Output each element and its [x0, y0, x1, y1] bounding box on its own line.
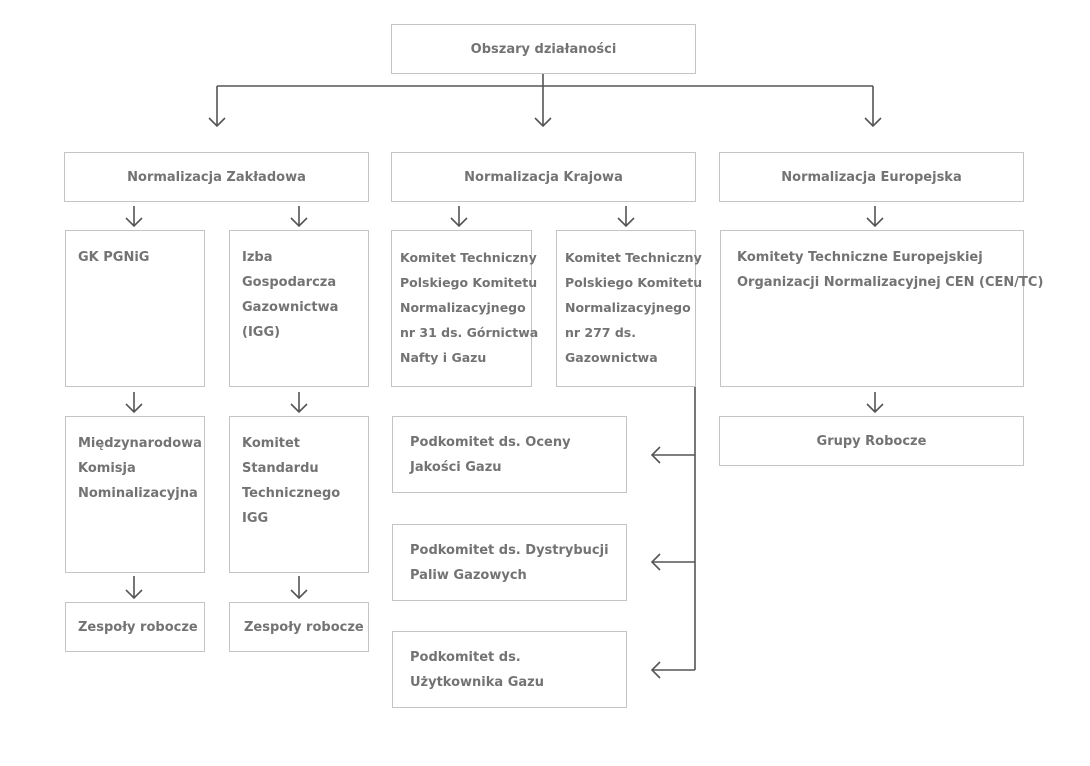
node-text-line: Izba [242, 250, 273, 265]
node-text-line: Komitet Techniczny [565, 250, 702, 265]
node-text-line: Jakości Gazu [410, 460, 502, 475]
node-pod-oceny: Podkomitet ds. Oceny Jakości Gazu [392, 416, 627, 493]
node-text-line: nr 31 ds. Górnictwa [400, 325, 539, 340]
arrow-kst-zespoly [290, 576, 308, 600]
node-zespoly-robocze-1: Zespoły robocze [65, 602, 205, 652]
node-igg: Izba Gospodarcza Gazownictwa (IGG) [229, 230, 369, 387]
category-krajowa: Normalizacja Krajowa [391, 152, 696, 202]
node-text-line: Normalizacyjnego [400, 300, 526, 315]
node-text-line: Komitet Techniczny [400, 250, 537, 265]
arrowhead [650, 446, 661, 464]
root-node: Obszary działaności [391, 24, 696, 74]
node-text-line: Komisja [78, 461, 136, 476]
node-text-line: Polskiego Komitetu [400, 275, 538, 290]
node-text-line: Polskiego Komitetu [565, 275, 703, 290]
node-zespoly-robocze-2: Zespoły robocze [229, 602, 369, 652]
node-text-line: Gazownictwa [565, 350, 658, 365]
node-text-line: Gospodarcza [242, 275, 337, 290]
arrow-cen-grupy [866, 392, 884, 414]
arrowhead [208, 117, 226, 128]
connector-root-to-categories [216, 74, 874, 126]
node-text-line: Użytkownika Gazu [410, 675, 544, 690]
category-zakladowa: Normalizacja Zakładowa [64, 152, 369, 202]
node-text-line: Podkomitet ds. Dystrybucji [410, 543, 609, 558]
node-text-line: Podkomitet ds. Oceny [410, 435, 571, 450]
category-europejska: Normalizacja Europejska [719, 152, 1024, 202]
node-text-line: Nominalizacyjna [78, 486, 198, 501]
node-pod-uzytkownika: Podkomitet ds. Użytkownika Gazu [392, 631, 627, 708]
node-zespoly-label: Zespoły robocze [244, 619, 364, 635]
node-mkn: Międzynarodowa Komisja Nominalizacyjna [65, 416, 205, 573]
node-grupy-label: Grupy Robocze [816, 433, 927, 449]
arrowhead [650, 553, 661, 571]
node-text-line: Gazownictwa [242, 300, 339, 315]
node-text-line: (IGG) [242, 325, 281, 340]
node-grupy-robocze: Grupy Robocze [719, 416, 1024, 466]
arrow-zakladowa-igg [290, 206, 308, 228]
node-text-line: IGG [242, 511, 269, 526]
node-text-line: Komitety Techniczne Europejskiej [737, 250, 983, 265]
arrow-europejska-cen [866, 206, 884, 228]
arrowhead [864, 117, 882, 128]
node-text-line: GK PGNiG [78, 250, 150, 265]
arrow-igg-kst [290, 392, 308, 414]
category-europejska-label: Normalizacja Europejska [781, 169, 962, 185]
node-gk-pgnig: GK PGNiG [65, 230, 205, 387]
node-text-line: Normalizacyjnego [565, 300, 691, 315]
arrowhead [650, 661, 661, 679]
node-pod-dystrybucji: Podkomitet ds. Dystrybucji Paliw Gazowyc… [392, 524, 627, 601]
arrow-zakladowa-gk [125, 206, 143, 228]
category-krajowa-label: Normalizacja Krajowa [464, 169, 623, 185]
node-text-line: Technicznego [242, 486, 341, 501]
node-kt31: Komitet Techniczny Polskiego Komitetu No… [391, 230, 539, 387]
node-text-line: Standardu [242, 461, 319, 476]
node-text-line: Paliw Gazowych [410, 568, 527, 583]
arrow-gk-mkn [125, 392, 143, 414]
arrow-krajowa-kt277 [617, 206, 635, 228]
arrow-mkn-zespoly [125, 576, 143, 600]
root-label: Obszary działaności [470, 41, 617, 57]
node-cen: Komitety Techniczne Europejskiej Organiz… [720, 230, 1044, 387]
category-zakladowa-label: Normalizacja Zakładowa [127, 169, 306, 185]
node-text-line: Międzynarodowa [78, 436, 202, 451]
node-text-line: Nafty i Gazu [400, 350, 487, 365]
node-text-line: nr 277 ds. [565, 325, 636, 340]
node-text-line: Podkomitet ds. [410, 650, 521, 665]
node-zespoly-label: Zespoły robocze [78, 619, 198, 635]
arrow-krajowa-kt31 [450, 206, 468, 228]
node-text-line: Komitet [242, 436, 301, 451]
arrowhead [534, 117, 552, 128]
node-text-line: Organizacji Normalizacyjnej CEN (CEN/TC) [737, 275, 1044, 290]
node-kst: Komitet Standardu Technicznego IGG [229, 416, 369, 573]
node-kt277: Komitet Techniczny Polskiego Komitetu No… [556, 230, 703, 387]
